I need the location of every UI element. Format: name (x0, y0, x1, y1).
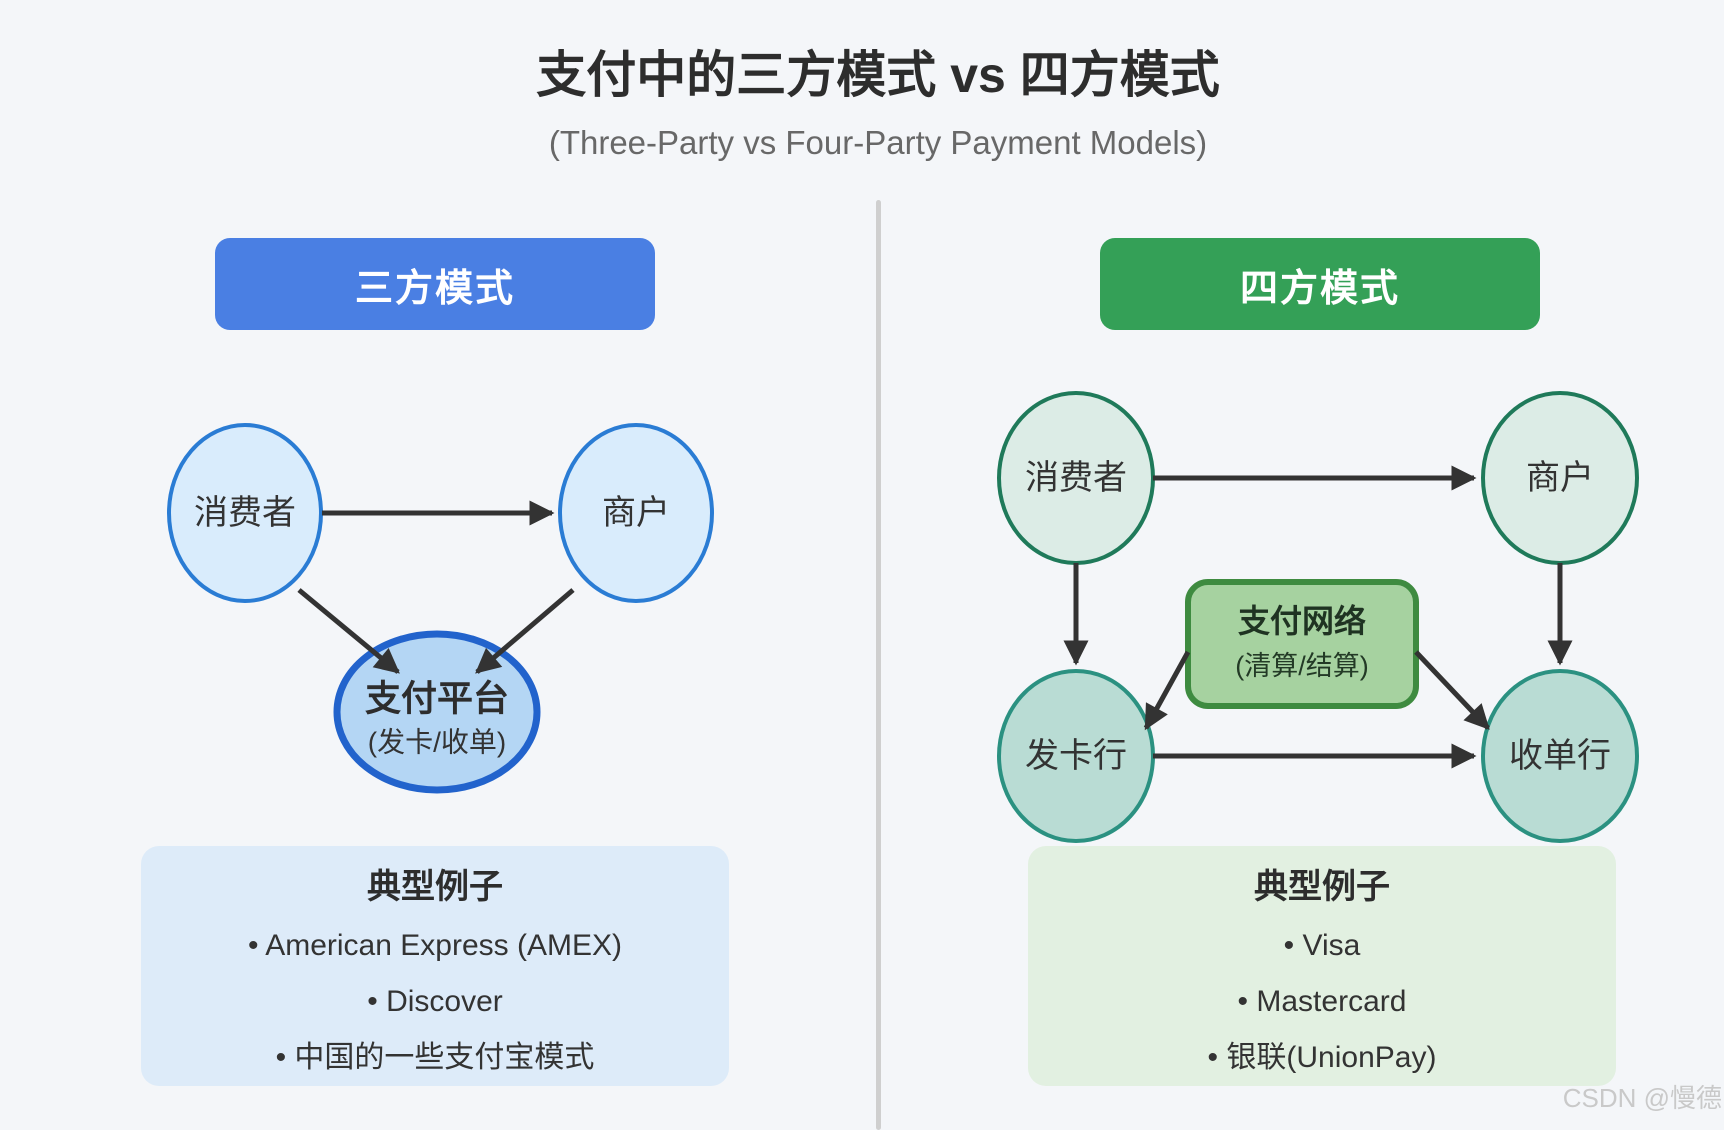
page-title: 支付中的三方模式 vs 四方模式 (536, 47, 1220, 103)
right-examples-box: 典型例子 • Visa • Mastercard • 银联(UnionPay) (1028, 846, 1616, 1086)
list-item: • 中国的一些支付宝模式 (275, 1041, 595, 1074)
panel-divider (876, 200, 881, 1130)
left-examples-title: 典型例子 (367, 868, 503, 906)
left-panel-header: 三方模式 (215, 238, 655, 330)
list-item: • 银联(UnionPay) (1207, 1041, 1437, 1074)
csdn-watermark: CSDN @慢德 (1562, 1083, 1722, 1113)
right-examples-title: 典型例子 (1254, 868, 1390, 906)
left-consumer-label: 消费者 (194, 494, 296, 532)
issuer-bank-label: 发卡行 (1025, 737, 1127, 775)
list-item: • American Express (AMEX) (248, 929, 622, 962)
right-merchant-label: 商户 (1526, 459, 1594, 497)
left-panel-header-label: 三方模式 (354, 267, 515, 310)
list-item: • Visa (1283, 929, 1361, 962)
arrow-network-to-acquirer (1414, 650, 1490, 730)
payment-network-node (1185, 579, 1419, 709)
arrow-merchant-to-platform (475, 588, 575, 674)
right-consumer-label: 消费者 (1025, 459, 1127, 497)
network-title-label: 支付网络 (1238, 603, 1366, 639)
platform-title-label: 支付平台 (365, 678, 509, 719)
left-consumer-node (167, 423, 323, 603)
acquirer-bank-label: 收单行 (1509, 737, 1611, 775)
arrow-consumer-to-platform (297, 588, 400, 674)
arrow-network-to-issuer (1143, 650, 1191, 731)
three-party-diagram: 消费者 商户 支付平台 (发卡/收单) (167, 423, 714, 794)
left-merchant-label: 商户 (602, 494, 670, 532)
left-examples-box: 典型例子 • American Express (AMEX) • Discove… (141, 846, 729, 1086)
list-item: • Discover (367, 985, 503, 1018)
platform-subtitle-label: (发卡/收单) (368, 727, 506, 758)
page-subtitle: (Three-Party vs Four-Party Payment Model… (548, 124, 1208, 161)
right-panel-header: 四方模式 (1100, 238, 1540, 330)
four-party-diagram: 消费者 商户 发卡行 收单行 支付网络 (清算/结算) (997, 391, 1639, 843)
acquirer-bank-node (1481, 669, 1639, 843)
network-subtitle-label: (清算/结算) (1235, 651, 1368, 681)
list-item: • Mastercard (1237, 985, 1407, 1018)
right-panel-header-label: 四方模式 (1239, 267, 1400, 310)
left-merchant-node (558, 423, 714, 603)
